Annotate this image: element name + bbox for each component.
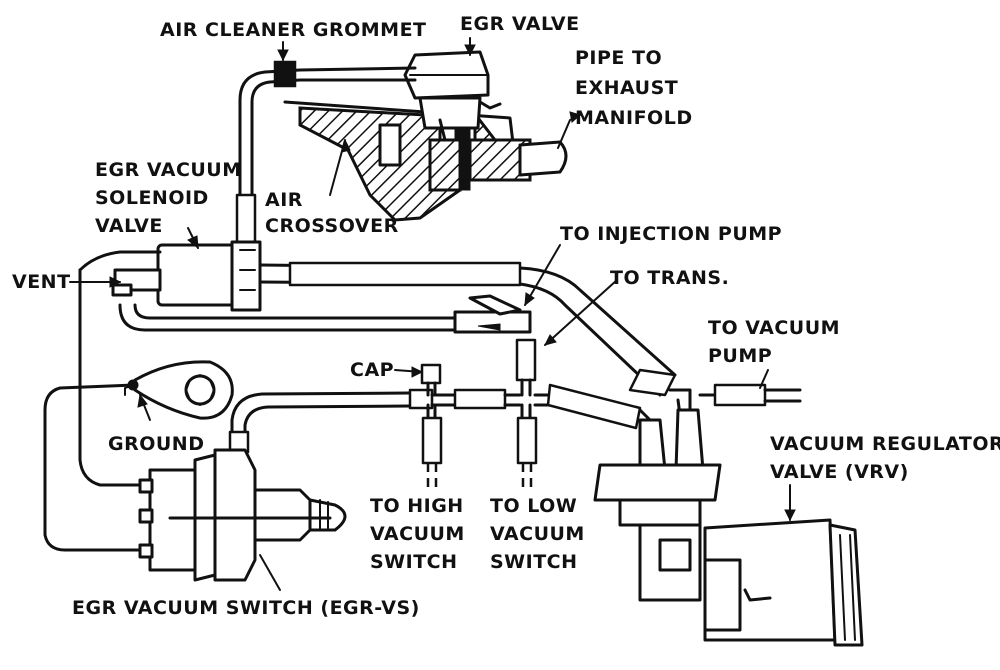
label-low-switch-3: SWITCH — [490, 551, 578, 573]
label-egr-solenoid-3: VALVE — [95, 215, 163, 237]
egr-valve-drawing — [403, 50, 568, 192]
label-vrv-2: VALVE (VRV) — [770, 461, 909, 483]
label-egr-solenoid-2: SOLENOID — [95, 187, 209, 209]
injection-pump-hose — [118, 261, 677, 397]
egr-vs-drawing — [138, 448, 347, 582]
vacuum-lines — [228, 338, 657, 490]
label-to-vacuum-pump-1: TO VACUUM — [708, 317, 840, 339]
egr-valve-hose — [235, 60, 417, 252]
label-low-switch-1: TO LOW — [490, 495, 577, 517]
label-egr-valve: EGR VALVE — [460, 13, 580, 35]
leader-arrowheads — [109, 44, 796, 522]
label-pipe-to-exhaust-3: MANIFOLD — [575, 107, 693, 129]
label-to-vacuum-pump-2: PUMP — [708, 345, 772, 367]
vacuum-pump-hose — [668, 383, 802, 417]
label-vent: VENT — [12, 271, 71, 293]
label-pipe-to-exhaust-2: EXHAUST — [575, 77, 678, 99]
label-high-switch-3: SWITCH — [370, 551, 458, 573]
diagram-labels: AIR CLEANER GROMMET EGR VALVE PIPE TO EX… — [12, 13, 1000, 619]
label-air-crossover-2: CROSSOVER — [265, 215, 399, 237]
label-pipe-to-exhaust-1: PIPE TO — [575, 47, 662, 69]
label-cap: CAP — [350, 359, 394, 381]
label-air-crossover-1: AIR — [265, 189, 303, 211]
label-high-switch-1: TO HIGH — [370, 495, 464, 517]
label-egr-vs: EGR VACUUM SWITCH (EGR-VS) — [72, 597, 420, 619]
electrical-wires — [43, 268, 152, 552]
leader-lines — [69, 37, 791, 591]
label-vrv-1: VACUUM REGULATOR — [770, 433, 1000, 455]
vrv-drawing — [593, 408, 864, 647]
label-air-cleaner-grommet: AIR CLEANER GROMMET — [160, 19, 427, 41]
ground-strap — [127, 360, 234, 420]
label-to-injection-pump: TO INJECTION PUMP — [560, 223, 782, 245]
label-egr-solenoid-1: EGR VACUUM — [95, 159, 242, 181]
egr-solenoid-valve-drawing — [78, 240, 262, 312]
label-low-switch-2: VACUUM — [490, 523, 585, 545]
label-to-trans: TO TRANS. — [610, 267, 729, 289]
label-ground: GROUND — [108, 433, 204, 455]
label-high-switch-2: VACUUM — [370, 523, 465, 545]
